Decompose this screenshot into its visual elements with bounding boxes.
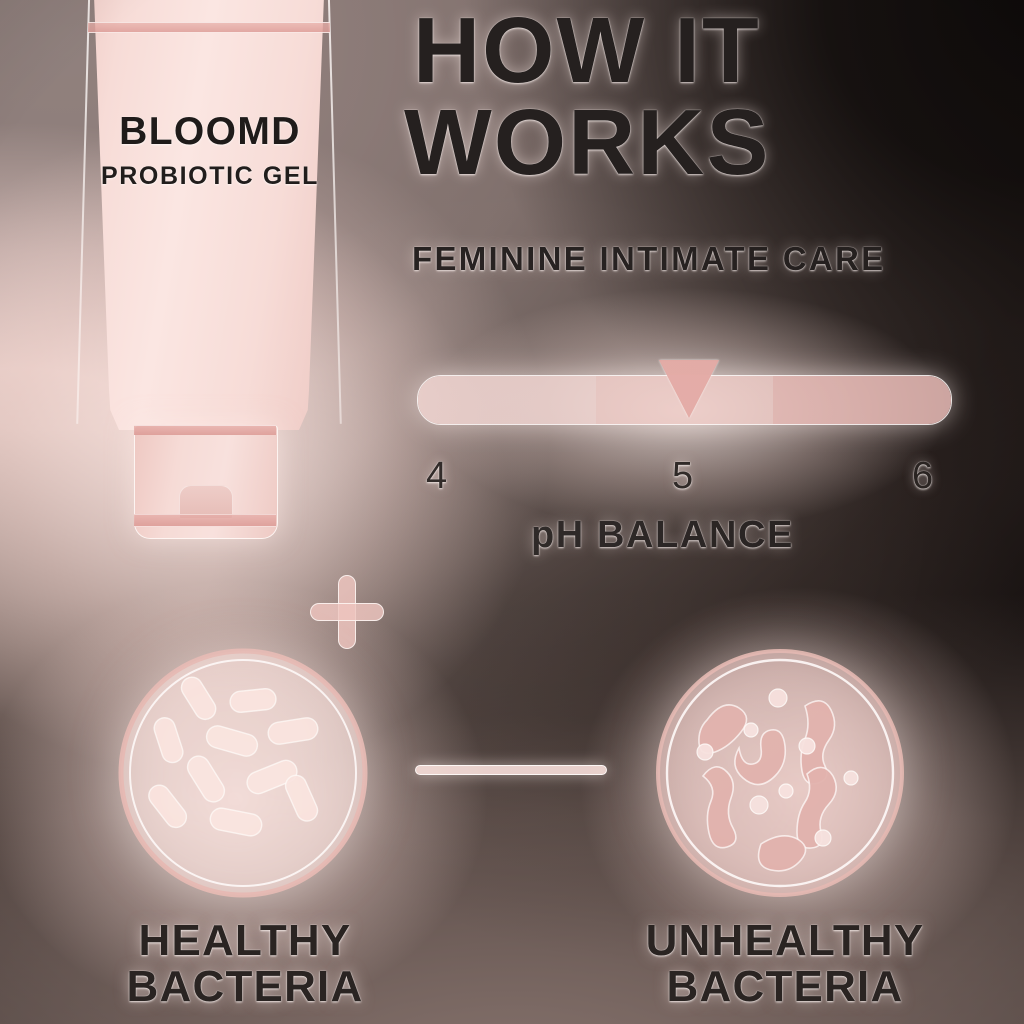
healthy-dish-illustration [118,648,368,898]
healthy-caption-line-1: HEALTHY [20,918,470,964]
product-tube: BLOOMD PROBIOTIC GEL [60,0,360,539]
unhealthy-caption-line-1: UNHEALTHY [560,918,1010,964]
tube-stripe-top [88,22,330,33]
connector-line [415,765,607,775]
plus-icon-horizontal-bar [310,603,384,621]
unhealthy-bacteria-dish [655,648,905,898]
ph-tick-label-4: 4 [426,455,447,498]
ph-balance-label: pH BALANCE [531,514,794,557]
page-subtitle: FEMININE INTIMATE CARE [412,240,885,278]
healthy-bacteria-caption: HEALTHY BACTERIA [20,918,470,1010]
unhealthy-bacteria-caption: UNHEALTHY BACTERIA [560,918,1010,1010]
brand-name: BLOOMD [60,110,360,154]
tube-cap-stripe-bottom [134,514,276,527]
ph-tick-label-5: 5 [672,455,693,498]
tube-nozzle [179,485,233,519]
ph-marker-triangle-icon[interactable] [659,360,719,418]
product-type-label: PROBIOTIC GEL [60,162,360,191]
unhealthy-dish-illustration [656,649,904,897]
tube-body [91,0,327,430]
ph-segment-high [773,376,951,424]
healthy-bacteria-dish [118,648,368,898]
unhealthy-caption-line-2: BACTERIA [560,964,1010,1010]
page-title-line-2: WORKS [404,96,770,189]
ph-tick-label-6: 6 [912,455,933,498]
page-title-line-1: HOW IT [413,4,761,97]
healthy-caption-line-2: BACTERIA [20,964,470,1010]
ph-segment-low [418,376,596,424]
plus-icon [310,575,384,649]
tube-cap-stripe-top [134,425,276,435]
